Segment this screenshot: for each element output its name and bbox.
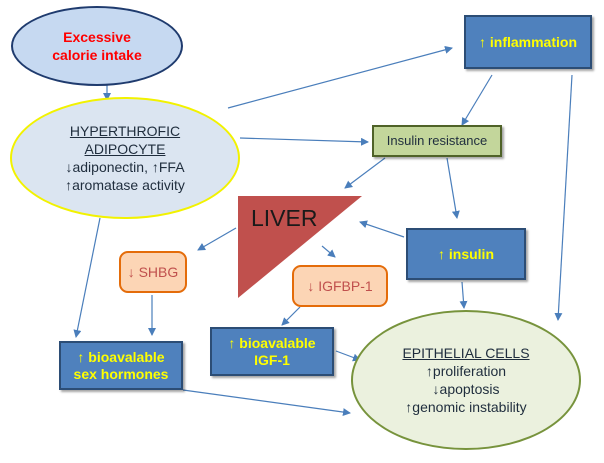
arrow-inflammation-to-insulin-resistance	[461, 74, 493, 126]
adipocyte-node: HYPERTHROFIC ADIPOCYTE ↓adiponectin, ↑FF…	[10, 97, 240, 219]
arrow-igfbp1-to-igf1	[281, 306, 301, 326]
sex-hormones-line-2: sex hormones	[73, 365, 169, 382]
sex-hormones-node: ↑ bioavalable sex hormones	[59, 341, 183, 390]
insulin-resistance-label: Insulin resistance	[386, 133, 488, 148]
igf1-line-2: IGF-1	[254, 351, 290, 368]
epithelial-detail-1: ↑proliferation	[425, 363, 507, 379]
igfbp1-node: ↓ IGFBP-1	[292, 265, 388, 307]
igf1-line-1: ↑ bioavalable	[228, 334, 316, 351]
epithelial-cells-node: EPITHELIAL CELLS ↑proliferation ↓apoptos…	[351, 310, 581, 450]
epithelial-title: EPITHELIAL CELLS	[402, 345, 530, 361]
arrow-inflammation-to-epithelial	[554, 74, 573, 321]
calorie-intake-node: Excessive calorie intake	[11, 6, 183, 86]
arrow-insulin-resistance-to-liver	[344, 157, 386, 189]
adipocyte-detail-1: ↓adiponectin, ↑FFA	[65, 159, 185, 175]
liver-label: LIVER	[251, 205, 318, 231]
calorie-intake-line-2: calorie intake	[52, 47, 142, 63]
arrow-liver-to-shbg	[197, 227, 237, 251]
arrow-insulin-to-liver	[359, 220, 405, 238]
shbg-node: ↓ SHBG	[119, 251, 187, 293]
arrow-insulin-to-epithelial	[459, 281, 468, 309]
arrow-adipocyte-to-inflammation	[227, 45, 453, 109]
arrow-liver-to-igfbp1	[321, 245, 336, 258]
igfbp1-label: ↓ IGFBP-1	[307, 278, 373, 294]
epithelial-detail-2: ↓apoptosis	[432, 381, 500, 397]
sex-hormones-line-1: ↑ bioavalable	[77, 348, 165, 365]
calorie-intake-line-1: Excessive	[63, 29, 131, 45]
insulin-label: ↑ insulin	[438, 245, 494, 262]
epithelial-detail-3: ↑genomic instability	[405, 399, 527, 415]
igf1-node: ↑ bioavalable IGF-1	[210, 327, 334, 376]
arrow-adipocyte-to-sex-hormones	[73, 217, 101, 338]
adipocyte-title-2: ADIPOCYTE	[84, 141, 166, 157]
insulin-resistance-node: Insulin resistance	[372, 125, 502, 157]
adipocyte-title-1: HYPERTHROFIC	[69, 123, 181, 139]
liver-shape	[238, 196, 362, 298]
inflammation-label: ↑ inflammation	[478, 33, 577, 50]
inflammation-node: ↑ inflammation	[464, 15, 592, 69]
shbg-label: ↓ SHBG	[127, 264, 179, 280]
arrow-insulin-resistance-to-insulin	[446, 157, 460, 219]
insulin-node: ↑ insulin	[406, 228, 526, 280]
adipocyte-detail-2: ↑aromatase activity	[65, 177, 185, 193]
arrow-sex-hormones-to-epithelial	[182, 389, 351, 417]
arrow-adipocyte-to-insulin-resistance	[239, 137, 369, 146]
